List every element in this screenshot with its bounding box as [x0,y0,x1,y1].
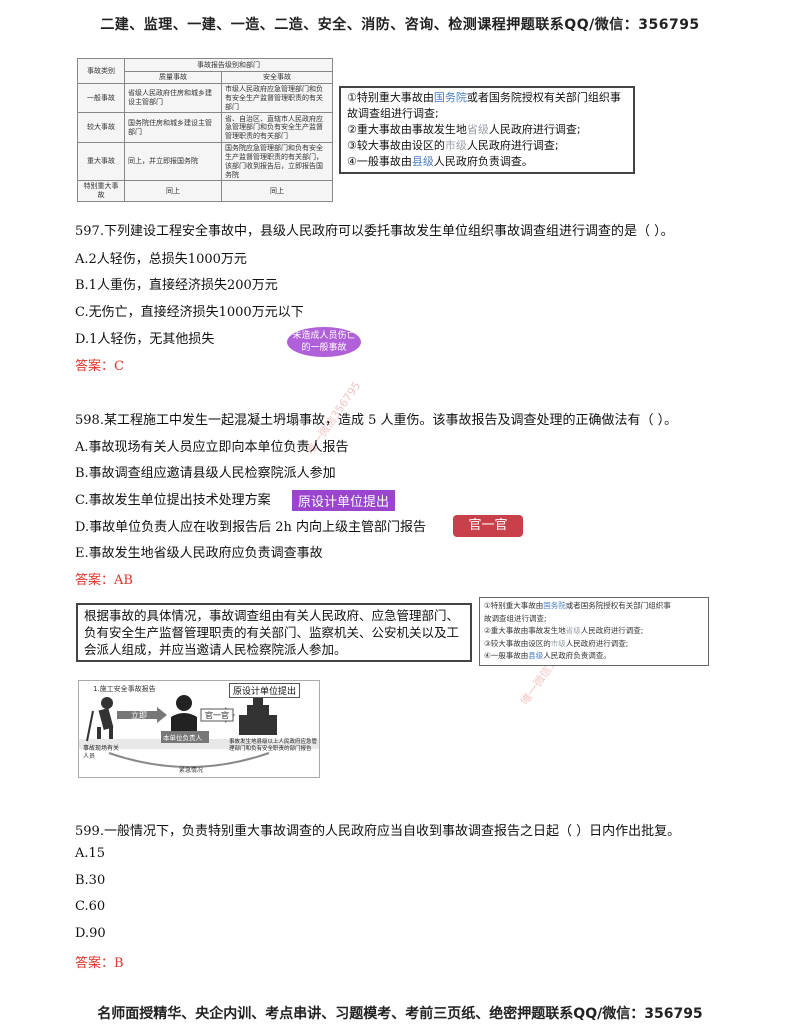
curve-arrow-icon [108,752,270,768]
q599-answer: 答案：B [75,956,124,971]
q597-option-c: C.无伤亡，直接经济损失1000万元以下 [75,305,304,320]
table-row-type: 重大事故 [77,142,125,182]
col-safety-header: 安全事故 [221,71,333,84]
cloud-annotation: 未造成人员伤亡的一般事故 [290,330,358,354]
q598-option-c: C.事故发生单位提出技术处理方案 [75,493,271,508]
table-cell-safety: 同上 [221,180,333,202]
table-cell-quality: 省级人民政府住房和城乡建设主管部门 [124,82,222,114]
q597-answer: 答案：C [75,359,124,374]
diagram-bottom-label: 紧急情况 [179,767,204,774]
arrow-icon [117,707,167,723]
investigation-note-box: ①特别重大事故由国务院或者国务院授权有关部门组织事 故调查组进行调查; ②重大事… [339,86,635,174]
worker-icon [86,697,114,742]
q599-option-c: C.60 [75,899,106,914]
q597-option-a: A.2人轻伤，总损失1000万元 [75,252,247,267]
building-icon [239,695,277,735]
table-cell-safety: 市级人民政府应急管理部门和负有安全生产监督管理职责的有关部门 [221,82,333,114]
q599-option-b: B.30 [75,873,106,888]
explanation-box: 根据事故的具体情况，事故调查组由有关人民政府、应急管理部门、负有安全生产监督管理… [76,603,472,662]
diagram-left-label: 事故现场有关人员 [83,745,120,760]
page-header: 二建、监理、一建、一造、二造、安全、消防、咨询、检测课程押题联系QQ/微信：35… [100,17,700,33]
q598-option-d: D.事故单位负责人应在收到报告后 2h 内向上级主管部门报告 [75,520,427,535]
table-cell-quality: 国务院住房和城乡建设主管部门 [124,112,222,144]
q597-option-d: D.1人轻伤，无其他损失 [75,332,215,347]
diagram-step-official: 官一官 [205,711,229,720]
table-row-type: 一般事故 [77,82,125,114]
q598-option-e: E.事故发生地省级人民政府应负责调查事故 [75,546,323,561]
col-type-header: 事故类别 [77,58,125,84]
page-footer: 名师面授精华、央企内训、考点串讲、习题模考、考前三页纸、绝密押题联系QQ/微信：… [97,1006,703,1022]
report-flow-diagram: 1.施工安全事故报告 原设计单位提出 立即 本单位负责人 官一官 事故现场有关人… [78,680,320,778]
q599-stem: 599.一般情况下，负责特别重大事故调查的人民政府应当自收到事故调查报告之日起（… [75,824,681,839]
table-cell-safety: 省、自治区、直辖市人民政府应急管理部门和负有安全生产监督管理职责的有关部门 [221,112,333,144]
diagram-title: 1.施工安全事故报告 [93,685,156,693]
q597-stem: 597.下列建设工程安全事故中，县级人民政府可以委托事故发生单位组织事故调查组进… [75,224,674,239]
table-row-type: 较大事故 [77,112,125,144]
table-cell-quality: 同上 [124,180,222,202]
q598-answer: 答案：AB [75,573,133,588]
q599-option-d: D.90 [75,926,106,941]
diagram-step-immediately: 立即 [131,711,147,720]
q599-option-a: A.15 [75,846,106,861]
diagram-step-unit-head: 本单位负责人 [163,734,202,742]
investigation-note-box-small: ①特别重大事故由国务院或者国务院授权有关部门组织事 故调查组进行调查; ②重大事… [479,597,709,666]
col-quality-header: 质量事故 [124,71,222,84]
q598-stem: 598.某工程施工中发生一起混凝土坍塌事故，造成 5 人重伤。该事故报告及调查处… [75,413,678,428]
q598-option-a: A.事故现场有关人员应立即向本单位负责人报告 [75,440,349,455]
table-cell-safety: 国务院应急管理部门和负有安全生产监督管理职责的有关部门，该部门收到报告后，立即报… [221,142,333,182]
table-row-type: 特别重大事故 [77,180,125,202]
table-cell-quality: 同上，并立即报国务院 [124,142,222,182]
diagram-right-label: 事故发生地县级以上人民政府应急管理部门和负有安全职责的部门报告 [229,739,318,752]
q597-option-b: B.1人重伤，直接经济损失200万元 [75,278,278,293]
tag-official: 官一官 [453,515,523,537]
diagram-tag: 原设计单位提出 [229,683,301,698]
tag-original-designer: 原设计单位提出 [292,490,396,511]
q598-option-b: B.事故调查组应邀请县级人民检察院派人参加 [75,466,336,481]
col-group-header: 事故报告级别和部门 [124,58,333,72]
accident-report-table: 事故类别 事故报告级别和部门 质量事故 安全事故 一般事故 省级人民政府住房和城… [77,58,333,202]
